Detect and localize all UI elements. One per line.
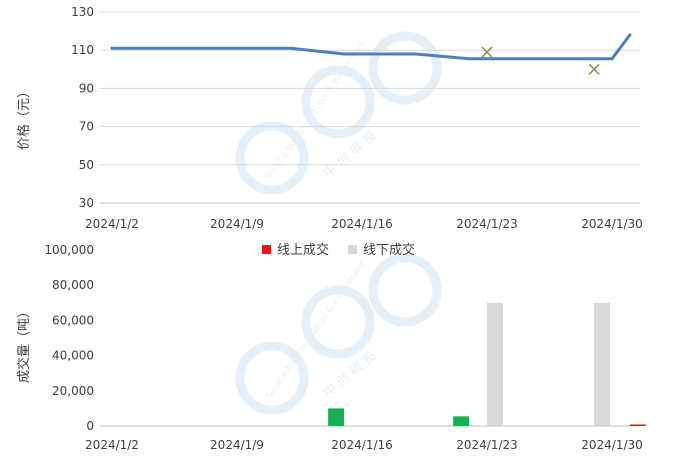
price-y-tick-label: 50 xyxy=(79,158,94,172)
price-y-axis-label: 价格（元） xyxy=(16,85,32,150)
price-scatter-stroke xyxy=(481,46,493,58)
price-scatter-marker xyxy=(588,63,600,75)
volume-x-tick-label: 2024/1/2 xyxy=(85,438,139,452)
volume-bar xyxy=(328,408,345,426)
price-y-tick-label: 30 xyxy=(79,196,94,210)
volume-x-tick-label: 2024/1/30 xyxy=(581,438,643,452)
legend-label: 线下成交 xyxy=(363,242,415,258)
volume-bar xyxy=(453,416,470,426)
price-y-tick-label: 90 xyxy=(79,81,94,95)
volume-chart: 0 20,000 40,000 60,000 80,000 100,000 2024/1/2… xyxy=(16,242,646,452)
volume-y-tick-label: 60,000 xyxy=(52,313,94,327)
volume-x-tick-label: 2024/1/16 xyxy=(331,438,393,452)
price-chart: 30 50 70 90 110 130 2024/1/2 2024/1/9 2024/1/16 2… xyxy=(16,5,643,231)
price-x-tick-label: 2024/1/23 xyxy=(456,217,518,231)
price-y-tick-label: 70 xyxy=(79,120,94,134)
volume-y-tick-label: 80,000 xyxy=(52,278,94,292)
price-y-tick-label: 110 xyxy=(71,43,94,57)
price-x-tick-label: 2024/1/9 xyxy=(210,217,264,231)
volume-y-tick-label: 40,000 xyxy=(52,349,94,363)
price-y-tick-label: 130 xyxy=(71,5,94,19)
legend-label: 线上成交 xyxy=(277,242,329,258)
volume-x-tick-label: 2024/1/23 xyxy=(456,438,518,452)
watermark-top: SinoCarbon Innovation & Investment 中 创 碳… xyxy=(235,31,442,195)
price-scatter-marker xyxy=(481,46,493,58)
price-x-tick-label: 2024/1/16 xyxy=(331,217,393,231)
price-x-tick-label: 2024/1/2 xyxy=(85,217,139,231)
price-x-tick-label: 2024/1/30 xyxy=(581,217,643,231)
price-scatter-stroke xyxy=(588,63,600,75)
volume-bar xyxy=(594,302,611,426)
watermark-bottom: SinoCarbon Innovation & Investment 中 创 碳… xyxy=(235,253,442,415)
volume-bar xyxy=(629,424,646,426)
legend-swatch xyxy=(348,245,357,254)
volume-y-tick-label: 0 xyxy=(86,419,94,433)
price-line xyxy=(110,33,632,61)
legend-swatch xyxy=(262,245,271,254)
volume-y-tick-label: 100,000 xyxy=(44,243,94,257)
volume-y-tick-label: 20,000 xyxy=(52,384,94,398)
volume-y-axis-label: 成交量（吨） xyxy=(16,305,32,383)
volume-x-tick-label: 2024/1/9 xyxy=(210,438,264,452)
volume-bar xyxy=(487,302,503,426)
